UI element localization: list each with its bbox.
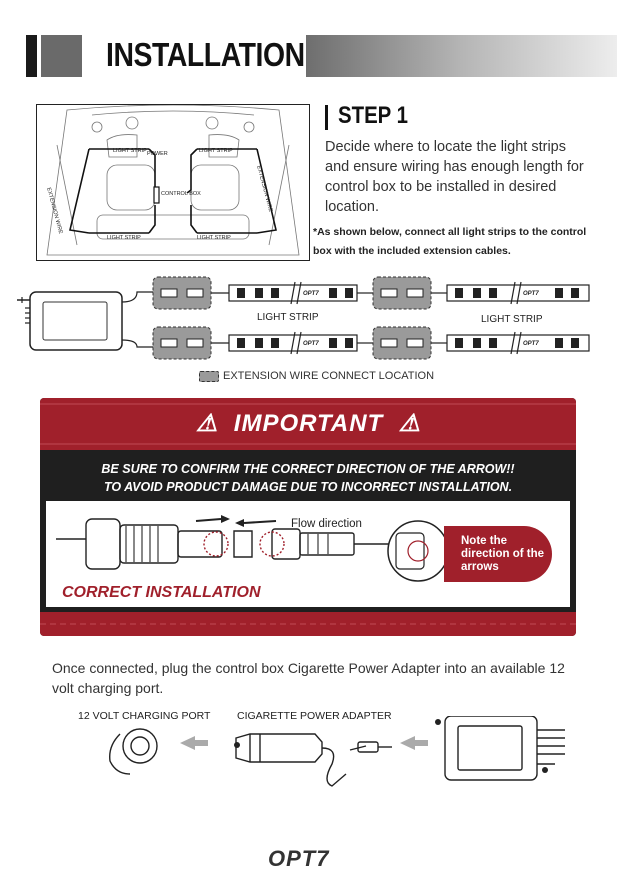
label-light-strip-bl: LIGHT STRIP [107,235,141,241]
note-text: Note the direction of the arrows [461,535,545,573]
strip-brand-1: OPT7 [303,291,319,297]
car-outline [46,104,300,256]
step-accent-bar [325,105,328,130]
label-light-strip-tl: LIGHT STRIP [113,148,147,154]
important-header-band [40,398,576,450]
label-power: POWER [147,151,168,157]
brand-logo: OPT7 [268,846,330,871]
step-title: STEP 1 [338,102,408,129]
connector-illustration [56,515,449,582]
important-title: IMPORTANT [233,410,384,437]
power-illustration [109,716,565,787]
label-power-adapter: CIGARETTE POWER ADAPTER [237,710,392,722]
label-control-box: CONTROL BOX [161,191,201,197]
car-interior-diagram: LIGHT STRIP POWER LIGHT STRIP EXTENSION … [36,104,310,261]
extension-legend: EXTENSION WIRE CONNECT LOCATION [199,370,434,382]
strip-brand-3: OPT7 [523,291,539,297]
legend-text: EXTENSION WIRE CONNECT LOCATION [223,370,435,382]
label-light-strip-tr: LIGHT STRIP [199,148,233,154]
correct-installation-label: CORRECT INSTALLATION [62,584,261,601]
strip-label-right: LIGHT STRIP [481,314,543,325]
important-message-line1: BE SURE TO CONFIRM THE CORRECT DIRECTION… [101,462,515,476]
header-gradient [306,35,617,77]
header-accent-bar [26,35,37,77]
legend-swatch [199,370,219,382]
flow-direction-label: Flow direction [291,518,362,530]
step-note: *As shown below, connect all light strip… [313,226,587,257]
wiring-graphic [17,276,590,360]
strip-label-left: LIGHT STRIP [257,312,319,323]
strip-brand-4: OPT7 [523,341,539,347]
label-charging-port: 12 VOLT CHARGING PORT [78,710,211,722]
header-accent-box [41,35,82,77]
warning-icon: ⚠ [195,410,219,437]
plug-instruction: Once connected, plug the control box Cig… [52,660,565,696]
important-message-line2: TO AVOID PRODUCT DAMAGE DUE TO INCORRECT… [103,480,513,494]
strip-brand-2: OPT7 [303,341,319,347]
panel-stripes [40,403,576,636]
step-description: Decide where to locate the light strips … [325,139,584,215]
label-light-strip-br: LIGHT STRIP [197,235,231,241]
important-title-row: ⚠ IMPORTANT ⚠ [0,409,617,438]
page-title: INSTALLATION [106,36,305,73]
note-badge [444,526,552,582]
wiring-diagram: OPT7 OPT7 OPT7 OPT7 LIGHT STRIP LIGHT ST… [15,272,605,362]
warning-icon-right: ⚠ [398,410,422,437]
